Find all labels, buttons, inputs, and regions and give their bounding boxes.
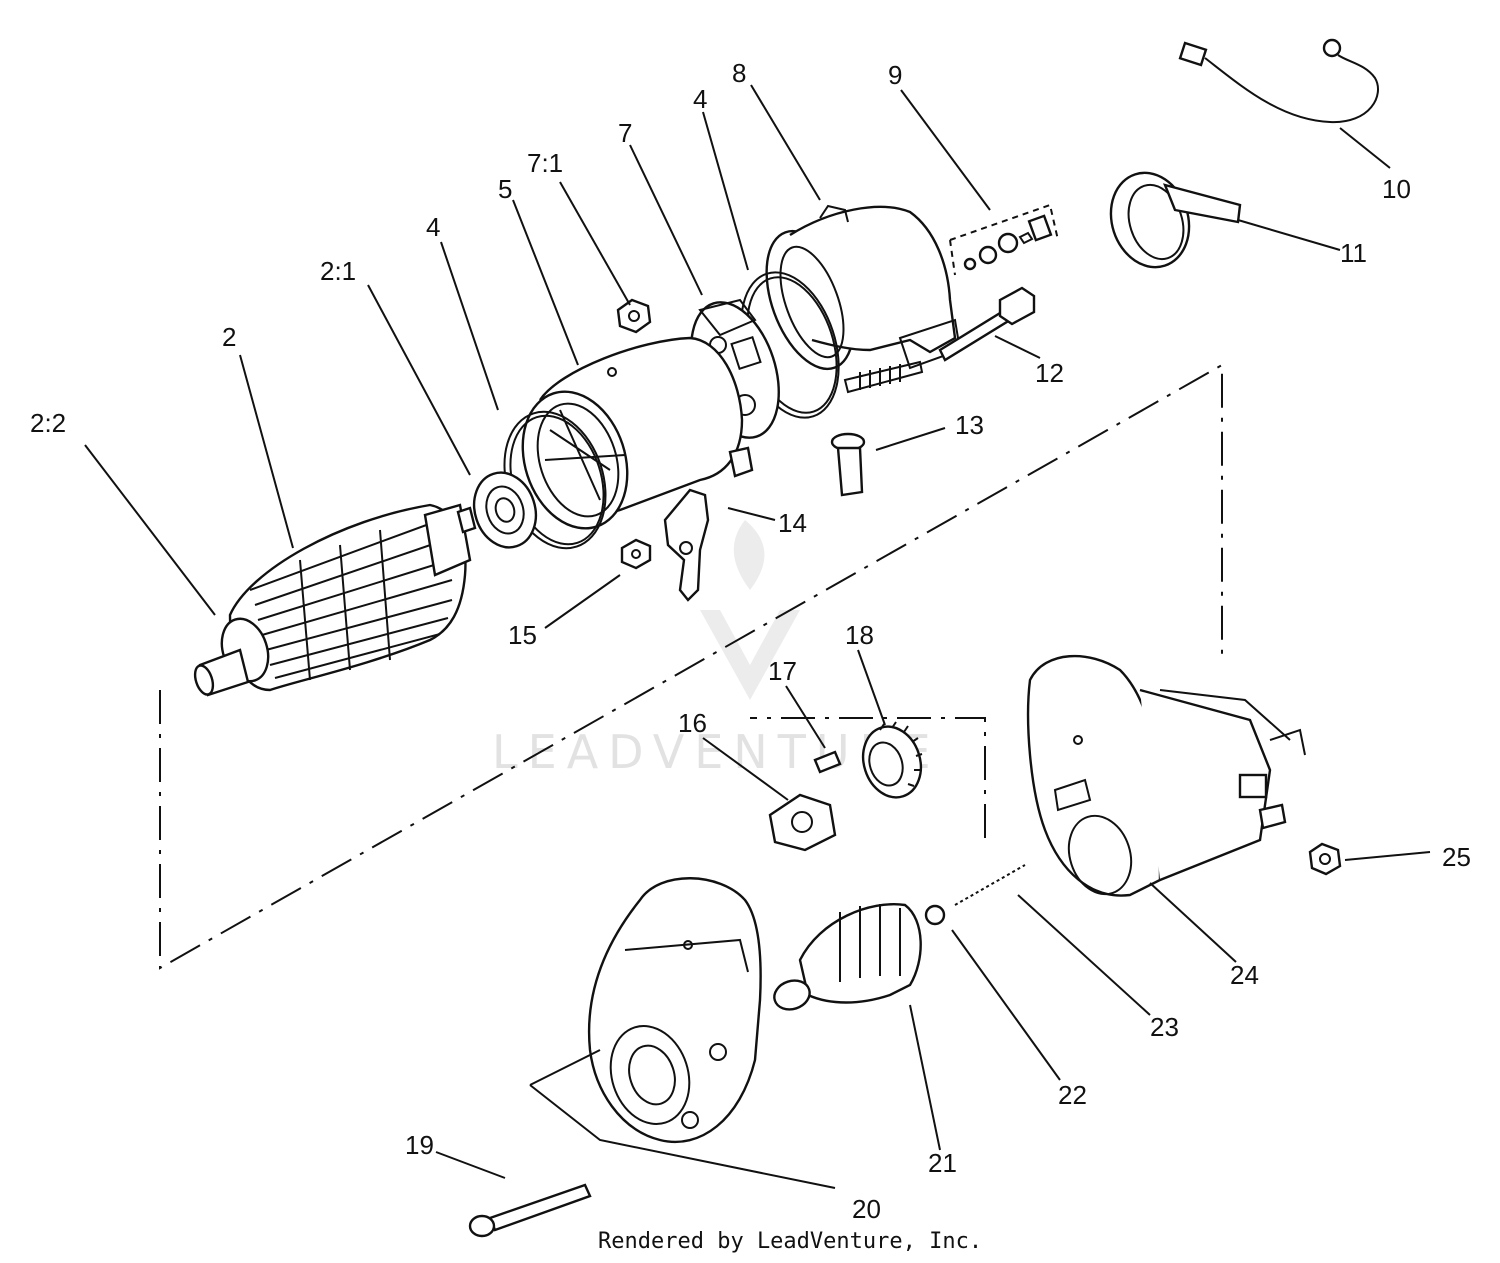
label-5: 5 xyxy=(498,174,512,204)
part-18-gear xyxy=(861,721,923,799)
part-5-yoke xyxy=(521,336,754,530)
footer-credit: Rendered by LeadVenture, Inc. xyxy=(598,1229,982,1254)
label-13: 13 xyxy=(955,410,984,440)
label-4-lower: 4 xyxy=(426,212,440,242)
part-25-nut xyxy=(1308,842,1342,876)
label-2: 2 xyxy=(222,322,236,352)
watermark: LEADVENTURE xyxy=(492,520,941,779)
label-18: 18 xyxy=(845,620,874,650)
label-2-2: 2:2 xyxy=(30,408,66,438)
label-21: 21 xyxy=(928,1148,957,1178)
label-15: 15 xyxy=(508,620,537,650)
part-23-spring xyxy=(954,864,1026,906)
part-8-rear-cover xyxy=(765,204,962,394)
part-10-wire-lead xyxy=(1178,38,1379,124)
label-2-1: 2:1 xyxy=(320,256,356,286)
part-12-bolt xyxy=(938,286,1036,362)
label-9: 9 xyxy=(888,60,902,90)
part-14-shift-lever xyxy=(663,488,710,602)
label-14: 14 xyxy=(778,508,807,538)
watermark-text: LEADVENTURE xyxy=(492,725,941,779)
part-15-nut xyxy=(620,538,652,570)
part-9-hardware-group xyxy=(949,203,1059,276)
part-13-plunger xyxy=(830,432,866,497)
label-7-1: 7:1 xyxy=(527,148,563,178)
part-24-front-housing xyxy=(1026,654,1306,897)
part-20-drive-frame xyxy=(587,877,762,1144)
label-20: 20 xyxy=(852,1194,881,1224)
label-23: 23 xyxy=(1150,1012,1179,1042)
label-10: 10 xyxy=(1382,174,1411,204)
part-7-1-nut xyxy=(616,298,652,334)
label-25: 25 xyxy=(1442,842,1471,872)
label-19: 19 xyxy=(405,1130,434,1160)
part-11-strap xyxy=(1109,171,1242,269)
label-4-upper: 4 xyxy=(693,84,707,114)
label-22: 22 xyxy=(1058,1080,1087,1110)
part-19-long-bolt xyxy=(468,1183,592,1238)
part-labels: 2:2 2 2:1 4 5 7:1 7 4 8 9 10 11 12 13 14… xyxy=(30,58,1471,1224)
label-11: 11 xyxy=(1340,238,1367,268)
part-2-armature xyxy=(193,503,477,697)
label-17: 17 xyxy=(768,656,797,686)
assembly-dashed-lines xyxy=(159,363,1223,970)
part-17-pin xyxy=(813,750,842,774)
label-7: 7 xyxy=(618,118,632,148)
part-21-pinion xyxy=(773,903,922,1011)
part-2-1-bearing xyxy=(472,471,538,549)
leader-lines xyxy=(84,84,1431,1189)
part-16-clutch xyxy=(768,793,837,852)
label-12: 12 xyxy=(1035,358,1064,388)
label-24: 24 xyxy=(1230,960,1259,990)
part-22-ball xyxy=(924,904,946,926)
label-16: 16 xyxy=(678,708,707,738)
label-8: 8 xyxy=(732,58,746,88)
